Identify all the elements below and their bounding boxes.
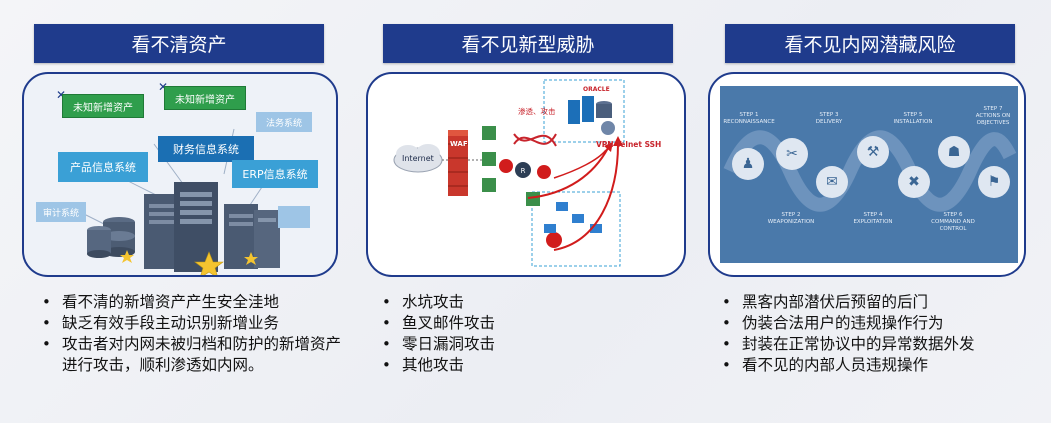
weapon-icon: ✂	[776, 138, 808, 170]
bullet-item: •其他攻击	[382, 356, 465, 374]
unknown-asset-tag: 未知新增资产	[164, 86, 246, 110]
waf-label: WAF	[450, 140, 468, 148]
bullet-item: •缺乏有效手段主动识别新增业务	[42, 314, 280, 332]
bullet-list: •水坑攻击 •鱼叉邮件攻击 •零日漏洞攻击 •其他攻击	[378, 292, 678, 376]
bullet-item: •零日漏洞攻击	[382, 335, 496, 353]
bullet-item: •看不见的内部人员违规操作	[722, 356, 929, 374]
close-icon: ✕	[158, 80, 168, 94]
column-title: 看不见内网潜藏风险	[725, 24, 1015, 63]
unknown-asset-tag: 未知新增资产	[62, 94, 144, 118]
delivery-icon: ✉	[816, 166, 848, 198]
column-title: 看不清资产	[34, 24, 324, 63]
bullet-list: •看不清的新增资产产生安全洼地 •缺乏有效手段主动识别新增业务 •攻击者对内网未…	[38, 292, 348, 376]
erp-system-tag: ERP信息系统	[232, 160, 318, 188]
close-icon: ✕	[56, 88, 66, 102]
star-icon	[120, 250, 134, 263]
database-server-icon	[568, 96, 615, 135]
server-tower-icon	[144, 182, 280, 272]
database-icon	[87, 217, 135, 258]
bullet-item: •伪装合法用户的违规操作行为	[722, 314, 944, 332]
star-icon	[244, 252, 258, 265]
objective-icon: ⚑	[978, 166, 1010, 198]
internet-label: Internet	[402, 154, 434, 163]
recon-icon: ♟	[732, 148, 764, 180]
infiltrate-label: 渗透、攻击	[518, 107, 556, 116]
router-label: R	[521, 167, 526, 175]
asset-diagram-panel: ✕ 未知新增资产 ✕ 未知新增资产 法务系统 财务信息系统 产品信息系统 ERP…	[22, 72, 338, 277]
bullet-item: •黑客内部潜伏后预留的后门	[722, 293, 929, 311]
bullet-item: •鱼叉邮件攻击	[382, 314, 496, 332]
biohazard-icon	[499, 159, 562, 248]
column-title: 看不见新型威胁	[383, 24, 673, 63]
audit-system-tag: 审计系统	[36, 202, 86, 222]
exploit-icon: ⚒	[857, 136, 889, 168]
oracle-label: ORACLE	[583, 86, 610, 93]
install-icon: ✖	[898, 166, 930, 198]
firewall-icon	[448, 130, 468, 196]
computer-icon	[544, 202, 602, 233]
bullet-list: •黑客内部潜伏后预留的后门 •伪装合法用户的违规操作行为 •封装在正常协议中的异…	[718, 292, 1038, 376]
threat-diagram-panel: R	[366, 72, 686, 277]
switch-icon	[482, 126, 540, 206]
bullet-item: •封装在正常协议中的异常数据外发	[722, 335, 975, 353]
finance-system-tag: 财务信息系统	[158, 136, 254, 162]
legal-system-tag: 法务系统	[256, 112, 312, 132]
network-threat-illustration: R	[393, 79, 625, 267]
bullet-item: •水坑攻击	[382, 293, 465, 311]
unlabeled-system-tag	[278, 206, 310, 228]
cloud-icon	[393, 144, 443, 173]
bullet-item: •攻击者对内网未被归档和防护的新增资产进行攻击，顺利渗透如内网。	[42, 335, 342, 374]
product-system-tag: 产品信息系统	[58, 152, 148, 182]
star-icon	[194, 251, 224, 275]
bullet-item: •看不清的新增资产产生安全洼地	[42, 293, 280, 311]
vpn-label: VPN Telnet SSH	[596, 140, 662, 149]
control-icon: ☗	[938, 136, 970, 168]
router-icon	[515, 162, 531, 178]
server-illustration	[83, 128, 280, 275]
